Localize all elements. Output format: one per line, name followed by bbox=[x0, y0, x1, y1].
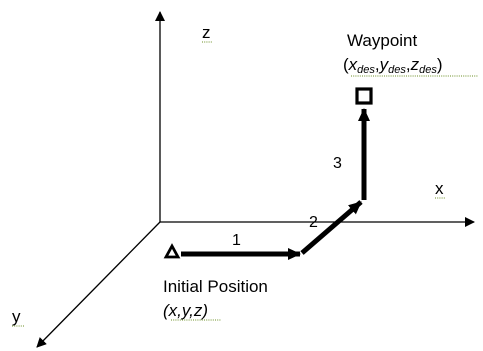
initial-position-coords: (x,y,z) bbox=[163, 301, 208, 320]
waypoint-coords: (xdes,ydes,zdes) bbox=[343, 55, 443, 76]
x-axis-label: x bbox=[435, 179, 444, 198]
waypoint-square bbox=[355, 87, 373, 105]
z-axis-label: z bbox=[202, 23, 211, 42]
axes bbox=[36, 11, 475, 348]
path-segment-2 bbox=[300, 200, 363, 255]
segment-1-label: 1 bbox=[232, 232, 241, 249]
initial-position-title: Initial Position bbox=[163, 277, 268, 296]
y-axis-label: y bbox=[12, 307, 21, 326]
segment-3-label: 3 bbox=[333, 155, 342, 172]
waypoint-title: Waypoint bbox=[347, 31, 418, 50]
segment-2-label: 2 bbox=[309, 214, 318, 231]
initial-position-triangle bbox=[163, 243, 181, 259]
y-axis bbox=[36, 221, 161, 348]
